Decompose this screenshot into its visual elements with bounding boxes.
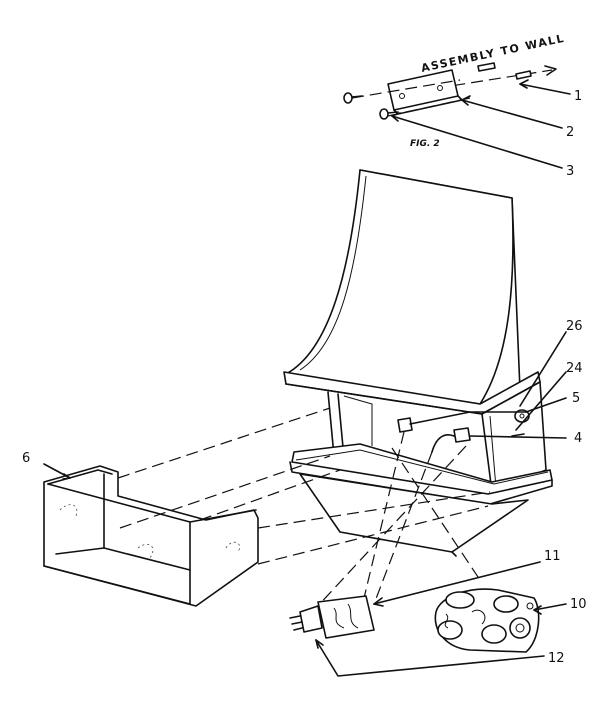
leader-5a bbox=[525, 397, 567, 413]
bracket-hole-left bbox=[399, 93, 405, 99]
callout-11: 11 bbox=[544, 549, 561, 564]
screen-frame bbox=[43, 465, 259, 607]
log-lower-left bbox=[437, 620, 463, 640]
bulb-threads bbox=[289, 615, 303, 631]
callout-5: 5 bbox=[572, 391, 580, 406]
bulb-filament-marks bbox=[333, 603, 359, 629]
log-top-right bbox=[493, 595, 519, 613]
screen-glass-mark-3 bbox=[225, 541, 240, 553]
callout-10: 10 bbox=[570, 597, 587, 612]
log-top-left bbox=[445, 591, 475, 609]
log-end-ring bbox=[515, 623, 525, 633]
screen-align-line-4 bbox=[257, 491, 491, 529]
hood-curve-highlight bbox=[299, 175, 367, 371]
callout-24: 24 bbox=[566, 361, 583, 376]
firebox-assembly bbox=[289, 381, 553, 609]
leader-lines bbox=[43, 331, 567, 677]
callout-12: 12 bbox=[548, 651, 565, 666]
wall-screw-lower bbox=[379, 108, 399, 120]
firebox-back-edge bbox=[343, 395, 373, 446]
leader-2 bbox=[461, 99, 563, 129]
wall-screw bbox=[343, 92, 363, 104]
firebox-right-wall-inner bbox=[489, 415, 497, 489]
screen-align-line-5 bbox=[257, 505, 489, 565]
firebox-left-post bbox=[327, 391, 335, 457]
leader-1 bbox=[519, 83, 571, 95]
leader-10 bbox=[533, 603, 567, 611]
leader-3 bbox=[391, 115, 563, 169]
callout-labels: 1 2 3 26 24 5 4 6 11 10 12 bbox=[22, 89, 587, 666]
bracket-hole-right bbox=[437, 85, 443, 91]
log-lower-mid bbox=[481, 624, 507, 644]
fireplace-screen bbox=[43, 407, 491, 607]
bulb-base bbox=[299, 605, 323, 633]
hood-curved-face bbox=[285, 169, 514, 405]
leader-10-arrow bbox=[533, 605, 542, 615]
leader-11-arrow bbox=[373, 597, 384, 607]
log-knot bbox=[526, 602, 534, 610]
screw-path-line-lower bbox=[387, 97, 471, 117]
leader-26 bbox=[519, 331, 567, 407]
assembly-line-socket bbox=[315, 445, 467, 609]
log-set bbox=[434, 588, 540, 653]
callout-2: 2 bbox=[566, 125, 574, 140]
firebox-floor-inner bbox=[295, 449, 549, 485]
screen-bottom-rail bbox=[55, 547, 191, 571]
wall-bracket-figure: ASSEMBLY TO WALL FIG. 2 bbox=[343, 32, 571, 169]
firebox-base-point bbox=[451, 551, 457, 557]
callout-4: 4 bbox=[574, 431, 582, 446]
leader-24 bbox=[515, 371, 567, 431]
screen-bottom-edge bbox=[43, 565, 191, 605]
screw-path-line bbox=[351, 79, 461, 99]
light-socket-component bbox=[453, 427, 471, 443]
assembly-arrow-head bbox=[544, 65, 557, 76]
fig-2-label: FIG. 2 bbox=[410, 139, 440, 149]
wall-anchor bbox=[477, 62, 532, 80]
callout-26: 26 bbox=[566, 319, 583, 334]
leader-12-arrow bbox=[315, 639, 324, 649]
log-bark-marks bbox=[444, 609, 486, 629]
switch-tab bbox=[511, 433, 525, 437]
screen-align-line-1 bbox=[117, 407, 331, 479]
control-knob-center bbox=[519, 413, 525, 419]
leader-1-arrow bbox=[519, 79, 529, 89]
leader-6-arrow bbox=[62, 473, 71, 480]
callout-6: 6 bbox=[22, 451, 30, 466]
socket-wire bbox=[431, 434, 455, 453]
screen-align-line-2 bbox=[119, 455, 331, 529]
callout-1: 1 bbox=[574, 89, 582, 104]
callout-3: 3 bbox=[566, 164, 574, 179]
leader-12 bbox=[315, 639, 545, 677]
assembly-line-bulb bbox=[363, 431, 405, 599]
firebox-floor-frame bbox=[291, 443, 553, 495]
leader-4 bbox=[469, 435, 567, 439]
assembly-line-logs bbox=[391, 447, 481, 581]
firebox-base bbox=[299, 473, 529, 553]
leader-5 bbox=[409, 411, 527, 425]
leader-11 bbox=[373, 561, 541, 605]
socket-component bbox=[397, 417, 413, 433]
flicker-bulb bbox=[289, 595, 375, 639]
leader-3-arrow bbox=[391, 112, 401, 122]
hood-assembly bbox=[283, 169, 541, 415]
screen-align-line-3 bbox=[199, 469, 341, 521]
leader-2-arrow bbox=[461, 95, 471, 106]
bulb-body bbox=[317, 595, 375, 639]
log-end-right bbox=[509, 617, 531, 639]
